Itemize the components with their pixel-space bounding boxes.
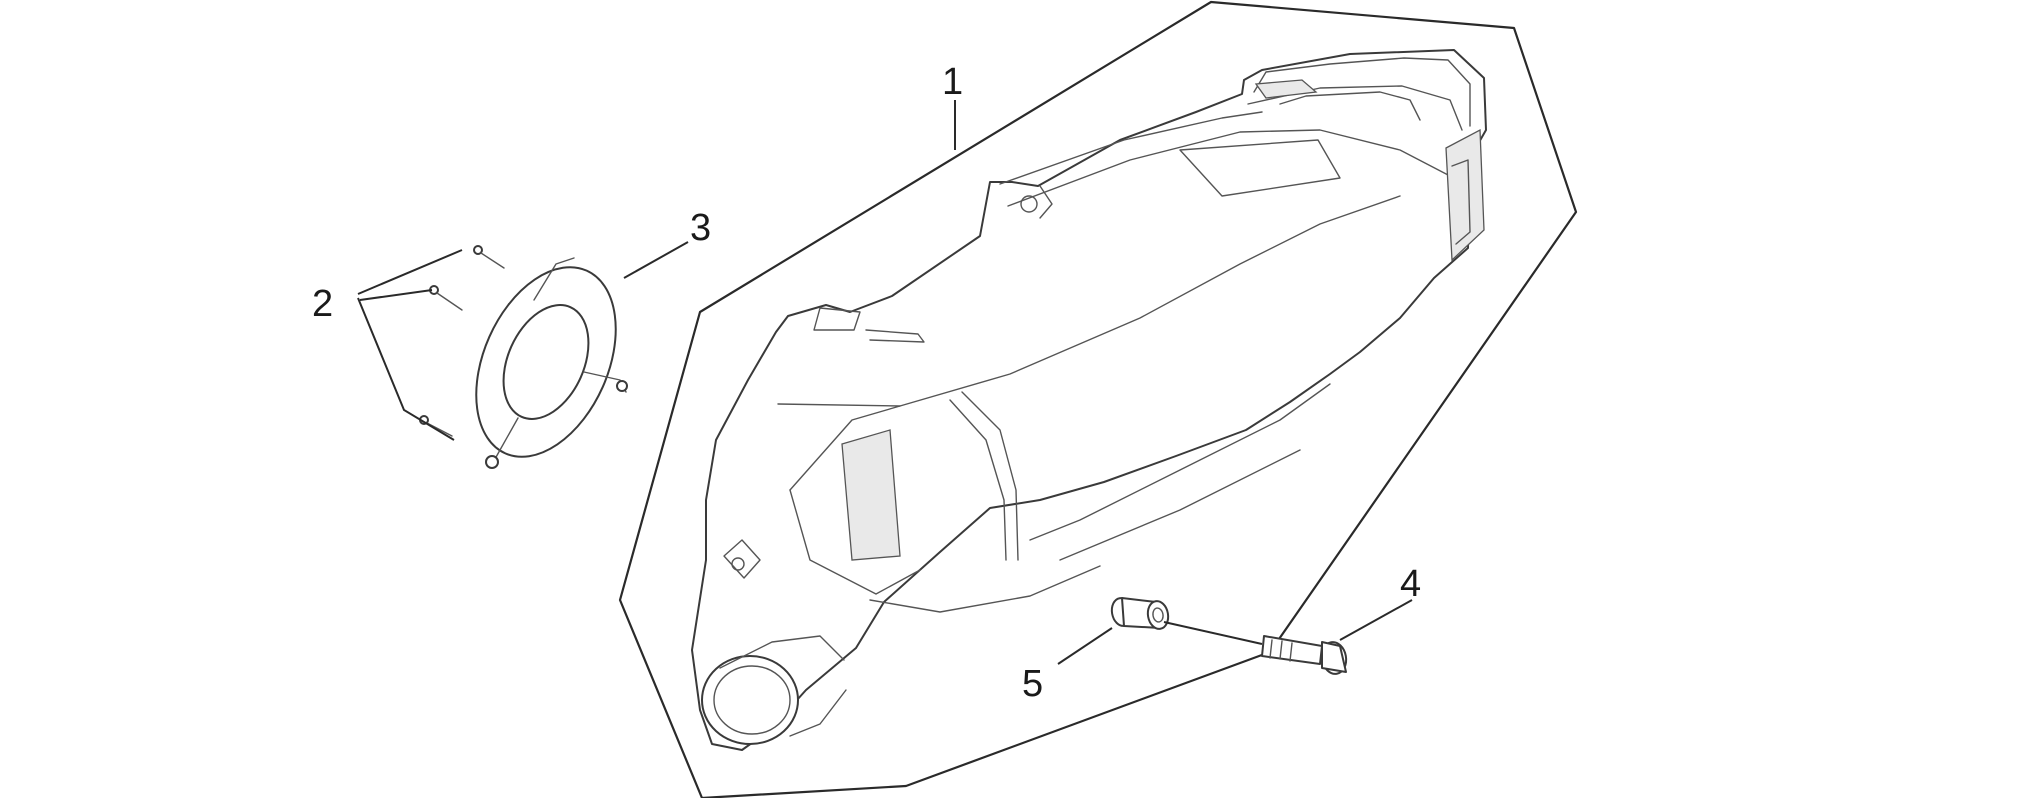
bushing-icon bbox=[1110, 597, 1170, 630]
leader-line-5 bbox=[1057, 627, 1113, 665]
leader-line-bolt-axis bbox=[1163, 621, 1263, 645]
leader-line-2 bbox=[357, 249, 463, 441]
callout-5: 5 bbox=[1022, 663, 1043, 705]
callout-3: 3 bbox=[690, 207, 711, 249]
callout-4: 4 bbox=[1400, 563, 1421, 605]
screw-icon bbox=[419, 245, 505, 437]
transmission-cover-icon bbox=[691, 49, 1487, 751]
bolt-icon bbox=[1261, 635, 1348, 675]
leader-line-4 bbox=[1339, 599, 1413, 641]
cover-plate-icon bbox=[475, 257, 628, 469]
callout-2: 2 bbox=[312, 283, 333, 325]
callout-1: 1 bbox=[942, 61, 963, 103]
assembly-group-outline bbox=[618, 0, 1578, 798]
leader-line-3 bbox=[623, 241, 689, 279]
